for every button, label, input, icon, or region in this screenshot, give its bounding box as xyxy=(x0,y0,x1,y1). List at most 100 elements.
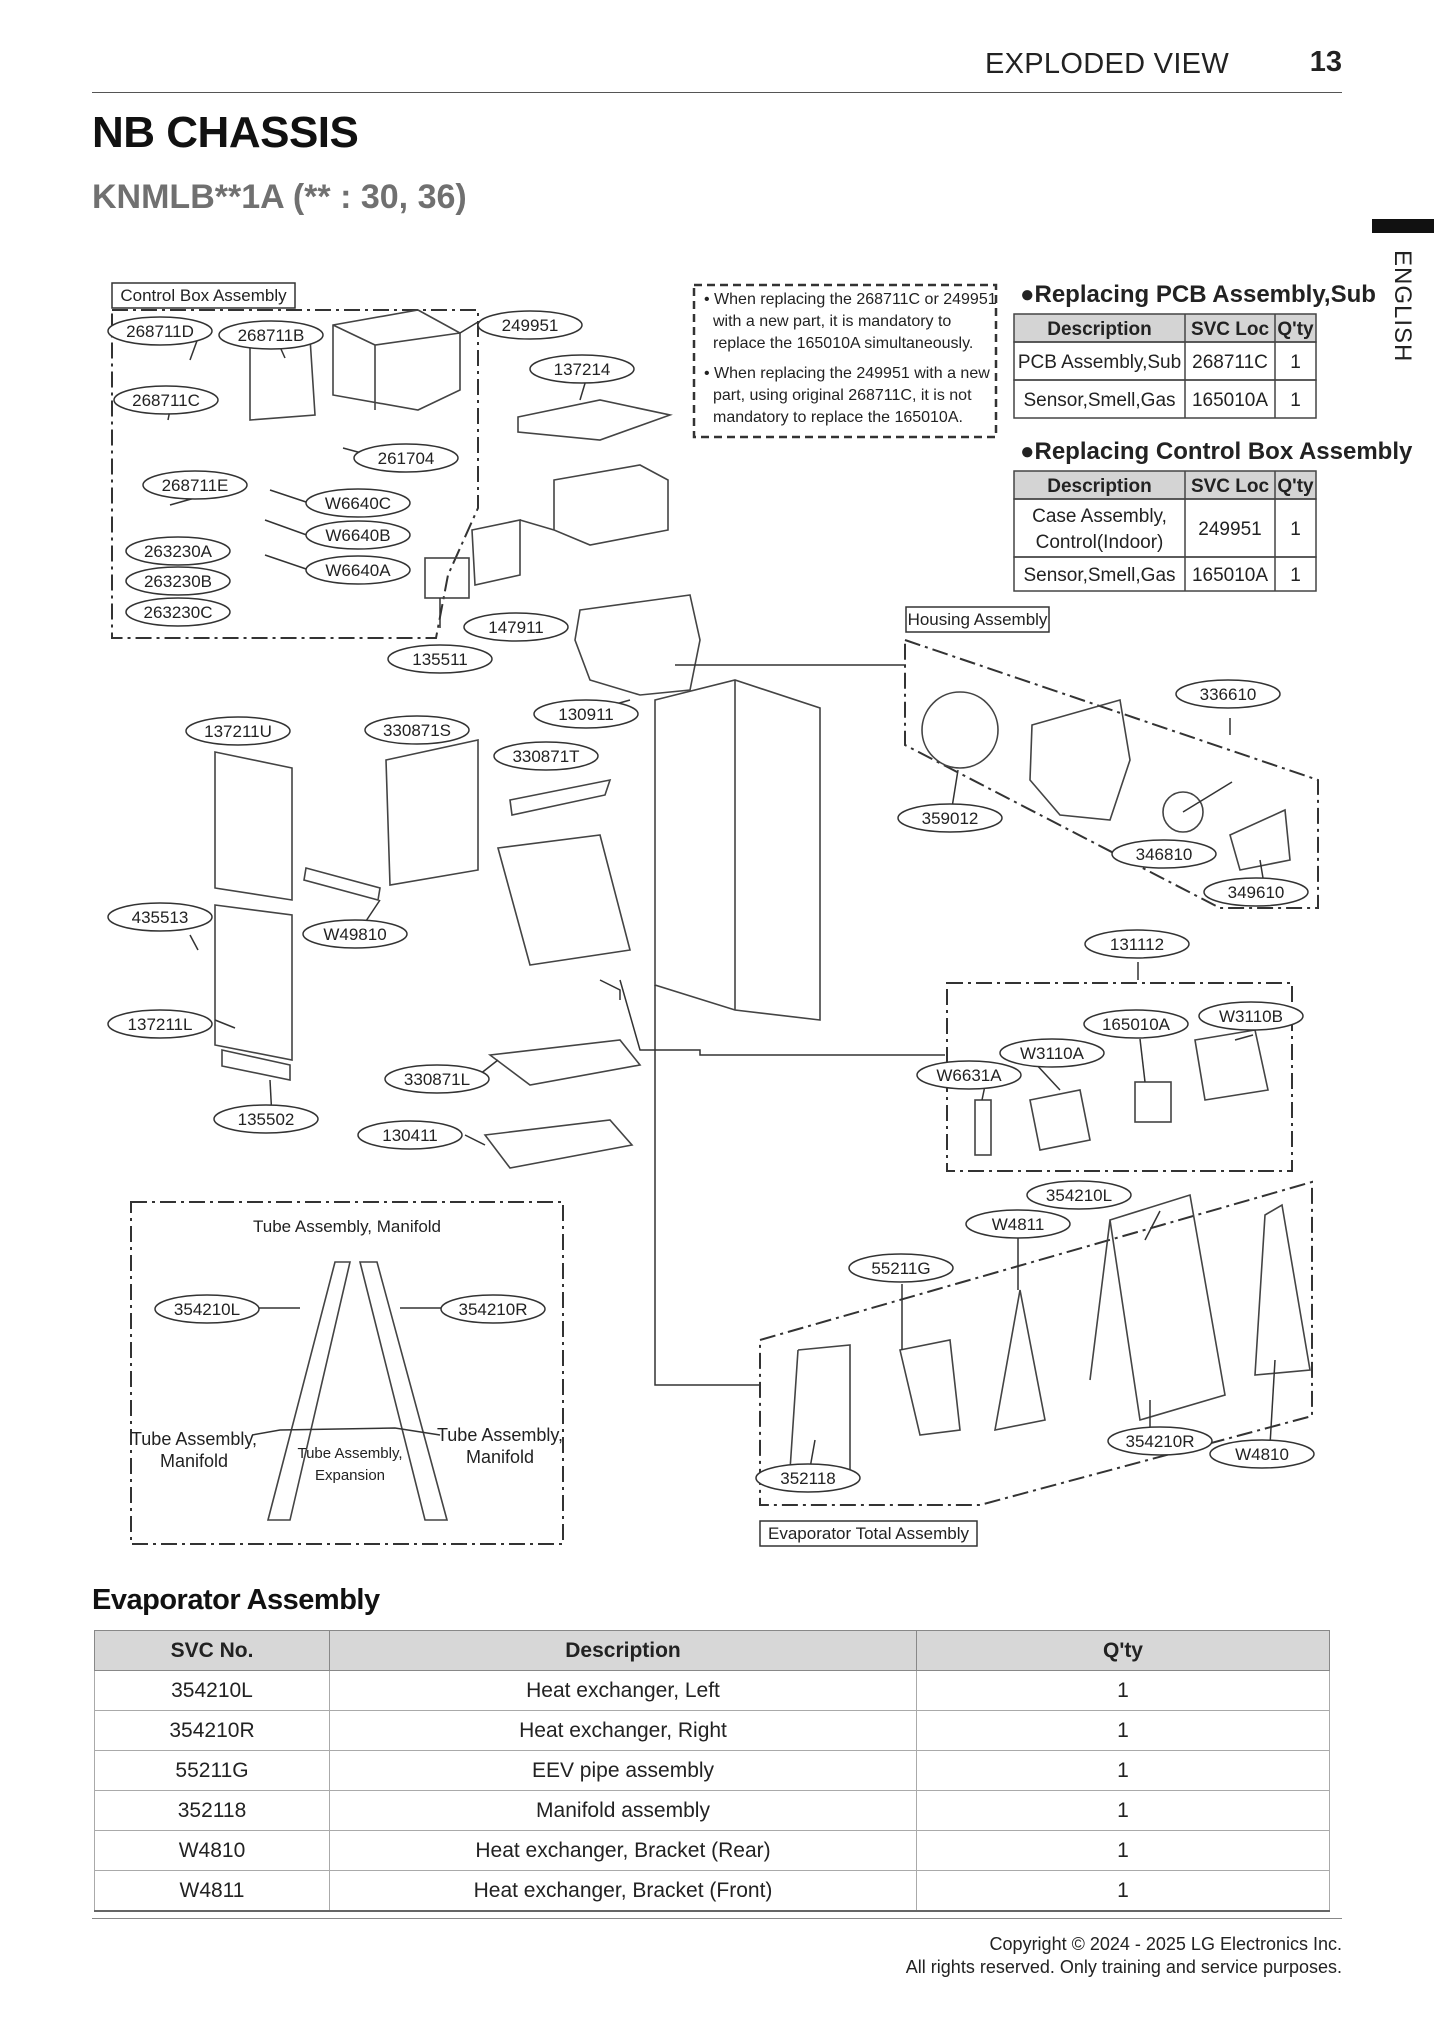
callout-oval xyxy=(897,803,1003,833)
side-table-header-cell: Description xyxy=(1047,476,1152,497)
evaporator-assembly-title: Evaporator Assembly xyxy=(92,1584,380,1616)
bottom-rail xyxy=(221,1049,291,1081)
group-label: Control Box Assembly xyxy=(111,282,296,309)
front-bracket xyxy=(994,1289,1046,1432)
blower-main xyxy=(574,594,701,696)
bracket-bar xyxy=(303,866,381,902)
side-table-header xyxy=(1013,470,1317,500)
part-number: 352118 xyxy=(780,1469,835,1488)
callout-oval xyxy=(1083,1009,1189,1039)
part-number: 268711E xyxy=(162,476,229,495)
page-title: NB CHASSIS xyxy=(92,108,359,157)
part-number: W6631A xyxy=(936,1066,1002,1085)
tube-right xyxy=(358,1261,449,1521)
part-callout: 165010A xyxy=(1083,1009,1189,1039)
drain-pan-lower xyxy=(483,1119,634,1169)
callout-oval xyxy=(384,1064,490,1094)
callout-oval xyxy=(848,1253,954,1283)
callout-oval xyxy=(107,316,213,346)
side-table-header-cell: SVC Loc xyxy=(1191,476,1270,497)
control-box-case xyxy=(332,309,461,411)
part-callout: 137214 xyxy=(529,354,635,384)
callout-oval xyxy=(440,1294,546,1324)
side-table-cell: PCB Assembly,Sub xyxy=(1018,352,1181,373)
side-table-cell: Sensor,Smell,Gas xyxy=(1023,390,1175,411)
part-number: W6640C xyxy=(325,494,391,513)
callout-oval xyxy=(305,520,411,550)
blower-wheel xyxy=(921,691,999,769)
rail xyxy=(509,778,612,816)
gas-sensor xyxy=(1134,1081,1172,1123)
part-number: 354210R xyxy=(458,1300,527,1319)
side-table-header-cell: Q'ty xyxy=(1277,319,1314,340)
part-callout: 268711E xyxy=(142,470,248,500)
part-number: 354210L xyxy=(1046,1186,1112,1205)
callout-oval xyxy=(1107,1426,1213,1456)
qty-cell: 1 xyxy=(916,1830,1330,1871)
col-svc-no: SVC No. xyxy=(94,1630,330,1671)
page-number: 13 xyxy=(1309,46,1342,78)
part-number: W6640B xyxy=(325,526,390,545)
part-callout: 263230C xyxy=(125,597,231,627)
callout-oval xyxy=(1026,1180,1132,1210)
part-callout: 346810 xyxy=(1111,839,1217,869)
language-label: ENGLISH xyxy=(1389,250,1416,363)
part-number: 263230A xyxy=(144,542,213,561)
evaporator-coil xyxy=(496,834,631,966)
group-label-text: Tube Assembly, xyxy=(437,1425,563,1445)
motor-mount xyxy=(1229,808,1291,871)
part-number: 330871S xyxy=(383,721,451,740)
callout-oval xyxy=(1111,839,1217,869)
description-cell: Heat exchanger, Left xyxy=(329,1670,917,1711)
control-box-replacement-table: ●Replacing Control Box AssemblyDescripti… xyxy=(1013,438,1413,592)
qty-cell: 1 xyxy=(916,1790,1330,1831)
tube-left xyxy=(266,1261,352,1521)
group-label-text: Tube Assembly, xyxy=(131,1429,257,1449)
part-number: W6640A xyxy=(325,561,391,580)
part-number: 268711C xyxy=(132,391,200,410)
header-divider xyxy=(92,92,1342,93)
part-callout: 137211U xyxy=(185,716,291,746)
part-callout: W3110B xyxy=(1198,1001,1304,1031)
callout-oval xyxy=(113,385,219,415)
part-number: 131112 xyxy=(1110,935,1164,954)
lower-access-panel xyxy=(214,904,293,1061)
description-cell: Heat exchanger, Bracket (Front) xyxy=(329,1870,917,1912)
note-line: with a new part, it is mandatory to xyxy=(712,313,951,330)
side-table-header xyxy=(1013,313,1317,343)
callout-oval xyxy=(218,320,324,350)
callout-oval xyxy=(364,715,470,745)
part-callout: 135511 xyxy=(387,644,493,674)
description-cell: Manifold assembly xyxy=(329,1790,917,1831)
model-subtitle: KNMLB**1A (** : 30, 36) xyxy=(92,178,467,216)
callout-oval xyxy=(1175,679,1281,709)
part-callout: 268711C xyxy=(113,385,219,415)
col-qty: Q'ty xyxy=(916,1630,1330,1671)
part-number: 359012 xyxy=(922,809,979,828)
part-number: 354210L xyxy=(174,1300,240,1319)
note-line: replace the 165010A simultaneously. xyxy=(713,335,973,352)
group-label-text: Tube Assembly, Manifold xyxy=(253,1217,441,1236)
callout-oval xyxy=(185,716,291,746)
callout-oval xyxy=(999,1038,1105,1068)
label-plate xyxy=(424,557,470,599)
callout-oval xyxy=(916,1060,1022,1090)
callout-oval xyxy=(353,443,459,473)
part-number: 55211G xyxy=(871,1259,930,1278)
filter-frame xyxy=(385,739,479,886)
description-cell: Heat exchanger, Right xyxy=(329,1710,917,1751)
side-table-title: ●Replacing Control Box Assembly xyxy=(1020,438,1413,465)
side-table-cell: 165010A xyxy=(1192,390,1268,411)
part-number: 261704 xyxy=(378,449,435,468)
callout-oval xyxy=(213,1104,319,1134)
callout-oval xyxy=(107,902,213,932)
group-label-box xyxy=(905,606,1050,633)
part-number: 263230C xyxy=(143,603,212,622)
part-callout: 261704 xyxy=(353,443,459,473)
